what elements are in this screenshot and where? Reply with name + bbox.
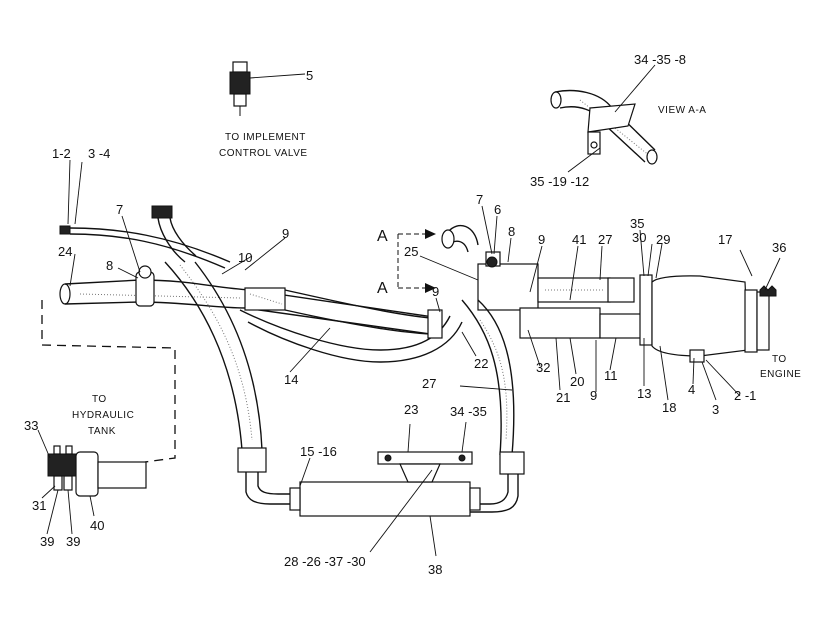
section-arrows xyxy=(397,229,436,293)
callout-label: 33 xyxy=(24,418,38,433)
section-mark-a-bottom: A xyxy=(377,280,388,297)
leader-lines xyxy=(419,205,741,401)
callout-label: 38 xyxy=(428,562,442,577)
callout-label: 36 xyxy=(772,240,786,255)
callout-label: 30 xyxy=(632,230,646,245)
callout-label: 10 xyxy=(238,250,252,265)
callout-label: 5 xyxy=(306,68,313,83)
callout-label: 24 xyxy=(58,244,72,259)
callout-label: 8 xyxy=(508,224,515,239)
callout-label: 29 xyxy=(656,232,670,247)
callout-label: 25 xyxy=(404,244,418,259)
implement-note-line1: TO IMPLEMENT xyxy=(225,132,306,143)
callout-label: 41 xyxy=(572,232,586,247)
callout-label: 18 xyxy=(662,400,676,415)
callout-label: 9 xyxy=(538,232,545,247)
tank-note-line1: TO xyxy=(92,394,107,405)
callout-label: 4 xyxy=(688,382,695,397)
hose-27-right xyxy=(459,299,525,513)
callout-label: 1-2 xyxy=(52,146,71,161)
engine-note-line1: TO xyxy=(772,354,787,365)
callout-label: 14 xyxy=(284,372,298,387)
callout-label: 32 xyxy=(536,360,550,375)
hose-left-vertical xyxy=(164,237,300,505)
callout-label: 9 xyxy=(590,388,597,403)
callout-label: 20 xyxy=(570,374,584,389)
callout-label: 28 -26 -37 -30 xyxy=(284,554,366,569)
callout-label: 3 -4 xyxy=(88,146,110,161)
callout-label: 39 xyxy=(40,534,54,549)
callout-label: 34 -35 -8 xyxy=(634,52,686,67)
hydraulic-tank-fitting xyxy=(37,300,176,535)
view-a-a-detail xyxy=(550,64,658,173)
hose-9-14-center xyxy=(239,287,463,373)
callout-label: 35 xyxy=(630,216,644,231)
engine-note-line2: ENGINE xyxy=(760,369,801,380)
section-mark-a-top: A xyxy=(377,228,388,245)
callout-label: 15 -16 xyxy=(300,444,337,459)
view-title: VIEW A-A xyxy=(658,105,706,116)
pump-assembly xyxy=(441,224,781,363)
callout-label: 31 xyxy=(32,498,46,513)
callout-label: 7 xyxy=(116,202,123,217)
callout-label: 27 xyxy=(422,376,436,391)
callout-label: 40 xyxy=(90,518,104,533)
callout-label: 17 xyxy=(718,232,732,247)
implement-note-line2: CONTROL VALVE xyxy=(219,148,308,159)
tank-note-line2: HYDRAULIC xyxy=(72,410,134,421)
callout-label: 13 xyxy=(637,386,651,401)
callout-label: 9 xyxy=(432,284,439,299)
callout-label: 21 xyxy=(556,390,570,405)
callout-label: 39 xyxy=(66,534,80,549)
connector-7-left xyxy=(121,205,197,273)
callout-label: 2 -1 xyxy=(734,388,756,403)
callout-label: 27 xyxy=(598,232,612,247)
callout-label: 8 xyxy=(106,258,113,273)
callout-label: 11 xyxy=(604,368,618,383)
callout-label: 3 xyxy=(712,402,719,417)
oil-cooler xyxy=(289,421,481,557)
left-port-fittings xyxy=(59,159,231,269)
callout-label: 23 xyxy=(404,402,418,417)
callout-label: 6 xyxy=(494,202,501,217)
callout-label: 22 xyxy=(474,356,488,371)
implement-valve-fitting xyxy=(229,61,306,116)
callout-label: 34 -35 xyxy=(450,404,487,419)
callout-label: 9 xyxy=(282,226,289,241)
tank-note-line3: TANK xyxy=(88,426,116,437)
callout-label: 7 xyxy=(476,192,483,207)
callout-label: 35 -19 -12 xyxy=(530,174,589,189)
